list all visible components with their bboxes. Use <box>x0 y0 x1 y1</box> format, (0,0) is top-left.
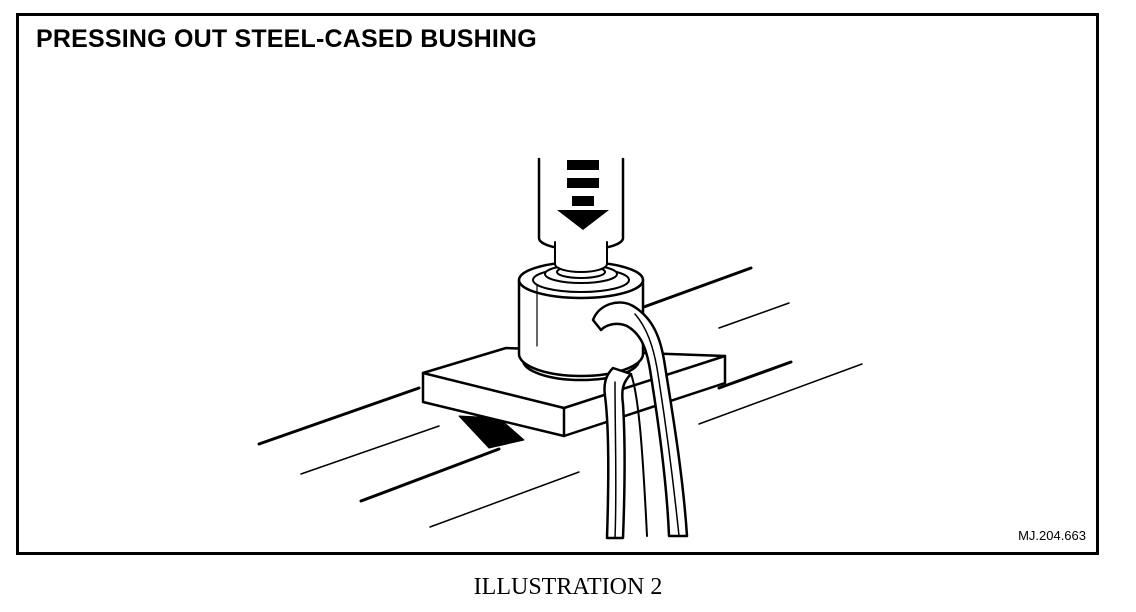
down-arrow-icon <box>557 160 609 230</box>
figure-reference-code: MJ.204.663 <box>1018 528 1086 543</box>
figure-caption: ILLUSTRATION 2 <box>473 574 663 600</box>
figure-frame: PRESSING OUT STEEL-CASED BUSHING <box>16 13 1099 555</box>
bushing-press-illustration <box>257 157 863 540</box>
gripping-tongs <box>591 301 689 540</box>
figure-title: PRESSING OUT STEEL-CASED BUSHING <box>36 25 537 53</box>
